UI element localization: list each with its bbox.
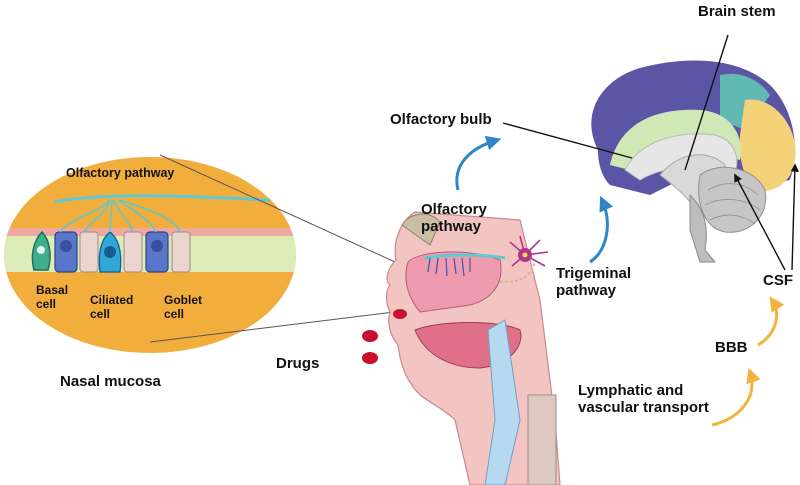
lymphatic-label-line1: Lymphatic and <box>578 382 684 399</box>
bbb-label: BBB <box>715 339 748 356</box>
trigeminal-pathway-label-line1: Trigeminal <box>556 265 632 282</box>
olfactory-pathway-arrow <box>455 135 502 191</box>
trigeminal-pathway-label-line2: pathway <box>556 281 617 299</box>
drug-droplets <box>362 309 407 364</box>
goblet-cell-label: Goblet cell <box>164 293 202 322</box>
brain-sagittal <box>591 60 796 263</box>
drug-droplet <box>362 330 378 342</box>
nasal-mucosa-inset <box>4 157 296 353</box>
trigeminal-neuron <box>509 235 549 267</box>
basal-cell-label-line1: Basal <box>36 283 69 297</box>
head-sagittal <box>386 211 561 485</box>
olfactory-bulb-label: Olfactory bulb <box>390 111 492 128</box>
drug-droplet <box>393 309 407 319</box>
inset-connector-bottom <box>149 309 411 343</box>
nasal-mucosa-label: Nasal mucosa <box>60 373 161 390</box>
goblet-cell-label-line1: Goblet <box>164 293 202 307</box>
olfactory-pathway-label: Olfactory pathway <box>421 201 487 236</box>
drugs-label: Drugs <box>276 355 320 372</box>
olfactory-pathway-label-line2: pathway <box>421 217 482 235</box>
csf-pointer-b <box>790 163 800 271</box>
basal-cell-shape <box>31 230 51 271</box>
csf-label: CSF <box>763 272 793 289</box>
basal-cell-label: Basal cell <box>36 283 68 312</box>
ciliated-cell-label-line2: cell <box>90 307 111 322</box>
inset-connector-top <box>159 154 396 263</box>
ciliated-cell-label: Ciliated cell <box>90 293 133 322</box>
ciliated-cell-shape <box>98 231 122 273</box>
basal-cell-label-line2: cell <box>36 297 57 312</box>
drug-droplet <box>362 352 378 364</box>
trigeminal-pathway-arrow <box>589 195 614 264</box>
goblet-cell-shape <box>145 231 169 273</box>
goblet-cell-label-line2: cell <box>164 307 185 322</box>
bbb-arrow <box>757 296 785 347</box>
ciliated-cell-label-line1: Ciliated <box>90 293 134 307</box>
lymphatic-arrow <box>711 367 761 427</box>
brain-stem-pointer <box>684 34 729 171</box>
olfactory-pathway-label-line1: Olfactory <box>421 201 487 218</box>
olfactory-bulb-pointer <box>502 122 633 159</box>
lymphatic-label-line2: vascular transport <box>578 398 709 416</box>
csf-pointer-a <box>734 173 786 271</box>
inset-olfactory-pathway-label: Olfactory pathway <box>66 166 175 180</box>
brain-stem-label: Brain stem <box>698 3 776 20</box>
lymphatic-label: Lymphatic and vascular transport <box>578 382 709 417</box>
trigeminal-pathway-label: Trigeminal pathway <box>556 265 632 300</box>
